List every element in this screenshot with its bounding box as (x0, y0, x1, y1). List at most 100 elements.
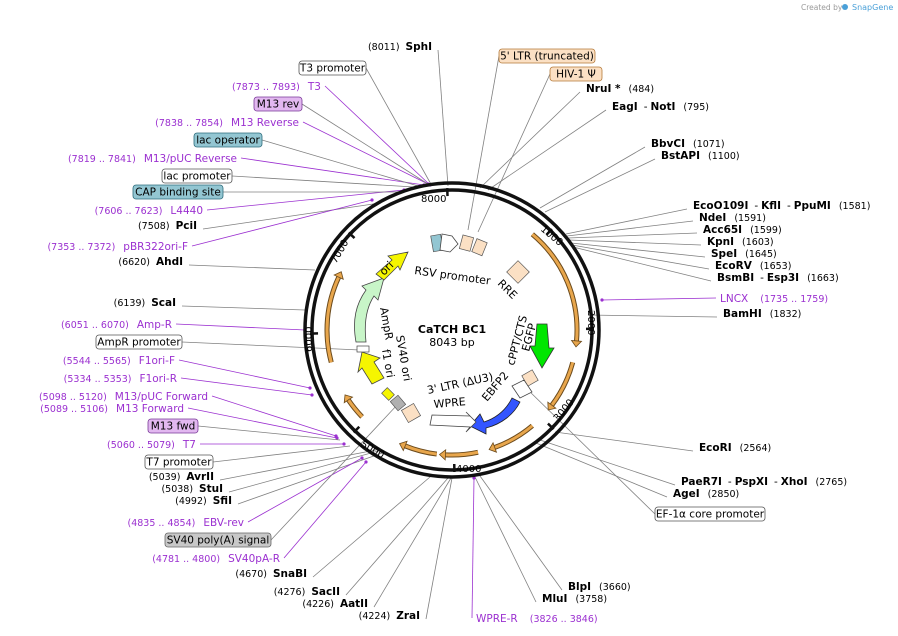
primer-name: SV40pA-R (228, 553, 280, 565)
boxed-label-box (193, 132, 263, 148)
site-label: AgeI(2850) (673, 488, 739, 500)
primer-pos: (7873 .. 7893) (232, 82, 300, 93)
primer-label: WPRE-R(3826 .. 3846) (476, 613, 598, 625)
leader-line (261, 139, 419, 187)
leader-line (247, 457, 363, 523)
site-label: (5039)AvrII (149, 471, 214, 483)
boxed-label-box (95, 334, 183, 350)
orange-arc-head (343, 394, 354, 404)
boxed-label: SV40 poly(A) signal (167, 535, 270, 547)
leader-line (219, 448, 382, 481)
leader-line (178, 359, 311, 389)
site-name: BstAPI (661, 150, 700, 162)
site-name: SacII (311, 586, 340, 598)
site-pos: (4224) (359, 611, 391, 622)
site-label: (8011)SphI (368, 41, 432, 53)
rsv-promoter-label: RSV promoter (414, 264, 492, 288)
leader-line (180, 377, 313, 396)
tick-label: 2000 (585, 310, 596, 335)
site-name: StuI (199, 483, 223, 495)
sv40-polya-block (389, 394, 407, 412)
site-sep: - (754, 200, 758, 212)
site-pos: (484) (629, 84, 655, 95)
leader-line (535, 442, 668, 498)
primer-label: (7873 .. 7893) T3 (232, 81, 321, 93)
site-label: BbvCI(1071) (651, 138, 725, 150)
leader-line (571, 244, 710, 270)
primer-pos: (4835 .. 4854) (128, 518, 196, 529)
ltr3-block (400, 402, 422, 424)
boxed-label: HIV-1 Ψ (556, 69, 596, 81)
ebfp2-arrow (469, 397, 521, 435)
site-pos: (1645) (745, 249, 777, 260)
site-sep: - (644, 101, 648, 113)
primer-name: T3 (307, 81, 321, 93)
site-name: AhdI (156, 256, 183, 268)
site-sep: - (760, 272, 764, 284)
primer-pos: (5098 .. 5120) (39, 392, 107, 403)
orange-arc-head (399, 440, 408, 452)
primer-mark (360, 456, 364, 460)
tick-label: 4000 (456, 464, 481, 475)
orange-arc-head (547, 401, 557, 411)
inner-features (354, 233, 555, 435)
leader-line (373, 477, 452, 608)
leader-line (345, 477, 449, 596)
site-name: Acc65I (703, 224, 742, 236)
site-label: BstAPI(1100) (661, 150, 740, 162)
boxed-label: M13 rev (257, 99, 300, 111)
boxed-label-box (253, 96, 303, 112)
leader-line (565, 208, 688, 235)
primer-pos: (5544 .. 5565) (63, 356, 131, 367)
f1-ori-label: f1 ori (379, 348, 397, 379)
site-name: BbvCI (651, 138, 685, 150)
primer-name: T7 (182, 439, 196, 451)
primer-pos: (5089 .. 5106) (40, 404, 108, 415)
site-sep: - (728, 476, 732, 488)
site-label: (4276) SacII (274, 586, 340, 598)
site-pos: (2765) (816, 477, 848, 488)
site-name: EagI (612, 101, 638, 113)
primer-label: (5089 .. 5106)M13 Forward (40, 403, 184, 415)
leader-line (197, 425, 341, 441)
f1-ori-arrow (357, 351, 385, 385)
site-name: EcoO109I (693, 200, 748, 212)
boxed-label-box (147, 418, 199, 434)
leader-line (471, 477, 475, 619)
site-label: MluI(3758) (542, 593, 607, 605)
primer-name: F1ori-F (139, 355, 175, 367)
site-label: EcoO109I-KflI-PpuMI(1581) (693, 200, 870, 212)
ef1a-promoter-arrow (511, 379, 533, 399)
site-pos: (795) (683, 102, 709, 113)
primer-label: (7353 .. 7372)pBR322ori-F (47, 241, 188, 253)
primer-label: (7819 .. 7841)M13/pUC Reverse (68, 153, 237, 165)
primer-label: (4835 .. 4854)EBV-rev (128, 517, 245, 529)
site-name: BsmBI (717, 272, 754, 284)
primer-pos: (4781 .. 4800) (152, 554, 220, 565)
leader-line (211, 395, 337, 437)
plasmid-name: CaTCH BC1 (418, 323, 486, 336)
psi-block (471, 238, 488, 257)
leader-line (212, 445, 351, 463)
site-name: BamHI (723, 308, 762, 320)
site-pos: (4276) (274, 587, 306, 598)
leader-line (525, 387, 656, 515)
site-name: BlpI (568, 581, 591, 593)
site-name: MluI (542, 593, 567, 605)
site-name: SphI (406, 41, 432, 53)
site-pos: (1599) (750, 225, 782, 236)
site-name: KpnI (707, 236, 734, 248)
leader-line (202, 202, 381, 230)
site-pos: (5039) (149, 472, 181, 483)
site-label: NdeI(1591) (699, 212, 766, 224)
site-name: ScaI (151, 297, 176, 309)
leader-line (570, 242, 706, 258)
leader-line (437, 49, 449, 187)
boxed-label-box (498, 48, 596, 64)
boxed-label: EF-1α core promoter (656, 509, 765, 521)
site-pos: (1603) (742, 237, 774, 248)
site-label: BlpI(3660) (568, 581, 631, 593)
site-label: Acc65I (1599) (703, 224, 782, 236)
primer-label: (5544 .. 5565) F1ori-F (63, 355, 175, 367)
site-label: SpeI(1645) (711, 248, 777, 260)
